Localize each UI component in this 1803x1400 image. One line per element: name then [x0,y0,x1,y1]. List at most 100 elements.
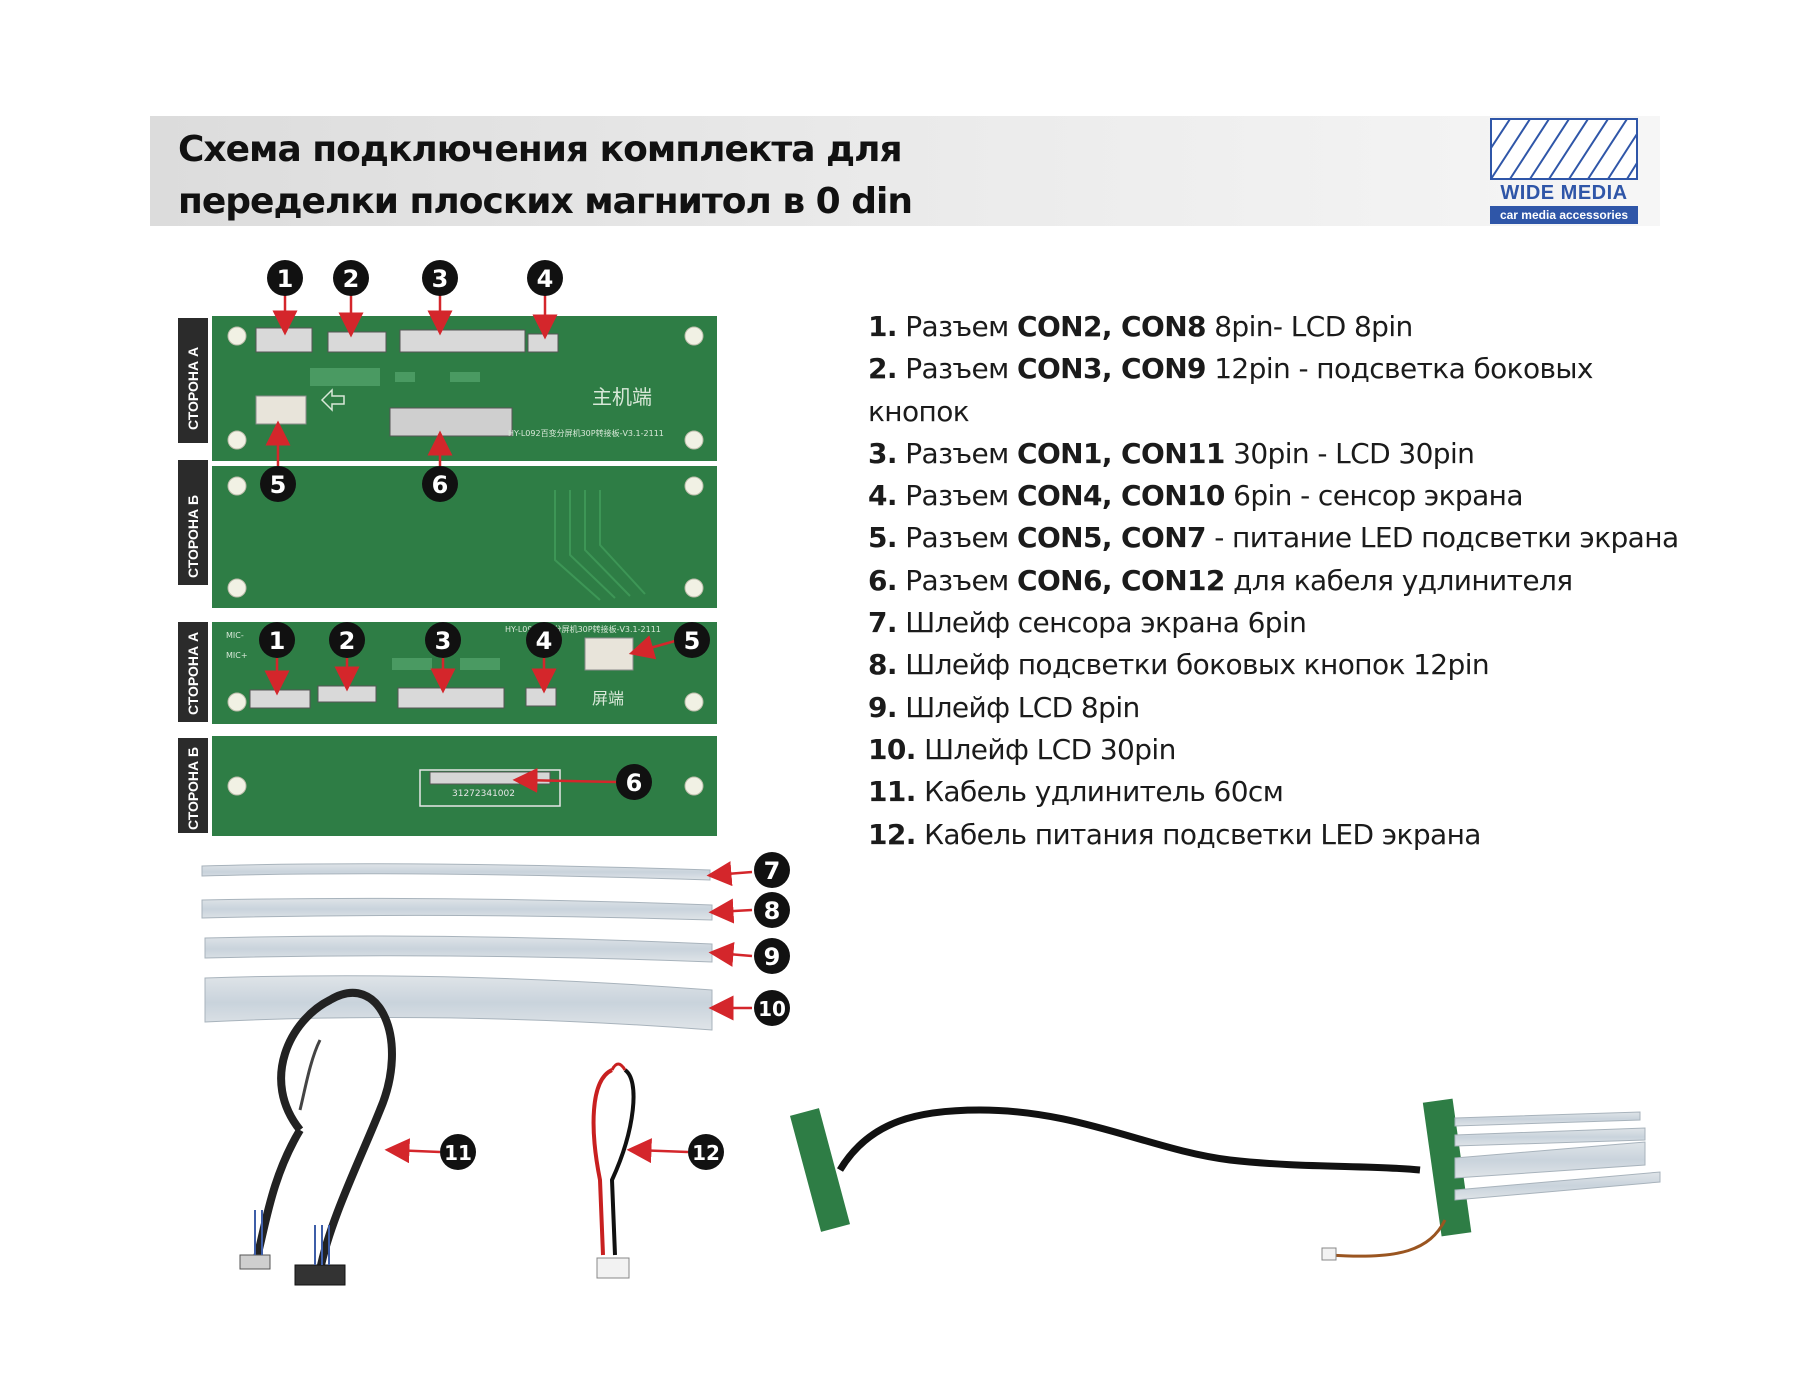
legend-text: Разъем [896,310,1017,343]
legend-text: Разъем [896,436,1017,470]
legend-text: Шлейф сенсора экрана 6pin [896,606,1307,640]
legend-num: 5. [868,521,898,555]
con11-connector [397,687,505,709]
marker-3a-label: 3 [432,265,449,293]
power-cable-12 [591,1062,636,1279]
marker-4a-label: 4 [537,265,554,293]
board-1-side-b [212,466,717,608]
legend-item-6: 6. Разъем CON6, CON12 для кабеля удлинит… [868,560,1688,602]
legend-num: 4. [868,479,898,513]
con8-connector [249,689,311,709]
con10-connector [525,687,557,707]
legend-text: - питание LED подсветки экрана [1205,521,1679,555]
board2-silk-cn: 屏端 [592,689,624,708]
marker-7 [754,852,790,888]
board2-mic2: MIC+ [226,651,248,660]
marker-4b [526,622,562,658]
marker-6b-label: 6 [626,769,643,797]
legend-num: 7. [868,606,898,640]
marker-2b-label: 2 [339,627,356,655]
legend-item-9: 9. Шлейф LCD 8pin [868,687,1688,729]
marker-12 [688,1134,724,1170]
marker-5b [674,622,710,658]
flex-cable-9 [204,935,713,963]
legend-num: 8. [868,648,898,682]
marker-3a [422,260,458,296]
legend-text: 6pin - сенсор экрана [1224,479,1523,513]
side-tab-b2 [178,738,208,833]
marker-4a [527,260,563,296]
title-line-1: Схема подключения комплекта для [178,129,903,170]
marker-2b [329,622,365,658]
legend-bold: CON3, CON9 [1017,352,1207,386]
marker-5b-label: 5 [684,627,701,655]
marker-7-label: 7 [764,857,781,885]
legend-text: для кабеля удлинителя [1224,563,1573,597]
marker-4b-label: 4 [536,627,553,655]
flex-cable-10 [204,975,713,1031]
legend-text: 8pin- LCD 8pin [1205,310,1413,343]
marker-11-label: 11 [444,1141,472,1165]
legend-item-8: 8. Шлейф подсветки боковых кнопок 12pin [868,644,1688,686]
legend-item-11: 11. Кабель удлинитель 60см [868,771,1688,813]
legend-num: 12. [868,817,916,851]
logo-tagline: car media accessories [1490,206,1638,224]
marker-6a-label: 6 [432,471,449,499]
pointer-arrows [264,295,753,1164]
legend-num: 1. [868,310,898,343]
marker-12-label: 12 [692,1141,720,1165]
marker-1b [259,622,295,658]
legend-text: Шлейф LCD 8pin [896,690,1140,724]
legend-num: 9. [868,690,898,724]
con12-connector [419,769,561,807]
legend-text: Шлейф подсветки боковых кнопок 12pin [896,648,1490,682]
legend-num: 2. [868,352,898,386]
side-tab-group: СТОРОНА А СТОРОНА Б СТОРОНА А СТОРОНА Б [178,318,208,833]
title-line-2: переделки плоских магнитол в 0 din [178,181,913,222]
marker-10-label: 10 [758,997,786,1021]
wm-logo-icon [1490,118,1638,180]
board1-silk-model: HY-L092百变分屏机30P转接板-V3.1-2111 [508,428,664,438]
con2-connector [255,327,313,353]
legend-text: Разъем [896,479,1017,513]
marker-10 [754,990,790,1026]
side-tab-b2-label: СТОРОНА Б [185,747,201,830]
con6-connector [389,407,513,437]
legend-text: 30pin - LCD 30pin [1224,436,1475,470]
marker-8-label: 8 [764,897,781,925]
number-markers: 1 2 3 4 5 6 1 2 3 4 5 6 7 8 9 10 11 12 [259,260,790,1170]
marker-8 [754,892,790,928]
extension-cable-11 [239,989,396,1286]
con1-connector [399,329,526,353]
marker-9-label: 9 [764,943,781,971]
flex-cables [201,863,713,1031]
logo-name: WIDE MEDIA [1500,182,1628,204]
side-tab-b1-label: СТОРОНА Б [185,495,201,578]
marker-1b-label: 1 [269,627,286,655]
marker-6b [616,764,652,800]
con4-connector [527,333,559,353]
header-band: Схема подключения комплекта для переделк… [150,116,1660,226]
connector-serial: 31272341002 [452,789,515,799]
marker-5a-label: 5 [270,471,287,499]
side-tab-a1 [178,318,208,443]
marker-2a-label: 2 [343,265,360,293]
board1-silk-cn: 主机端 [592,385,652,409]
marker-5a [260,466,296,502]
legend-item-4: 4. Разъем CON4, CON10 6pin - сенсор экра… [868,475,1688,517]
flex-cable-7 [201,863,711,881]
board-1-side-a: 主机端 HY-L092百变分屏机30P转接板-V3.1-2111 [212,316,717,461]
legend-bold: CON4, CON10 [1017,479,1225,513]
side-tab-a2-label: СТОРОНА А [185,632,201,715]
side-tab-a1-label: СТОРОНА А [185,347,201,430]
page-title: Схема подключения комплекта для переделк… [178,124,913,228]
legend-text: 12pin - подсветка боковых кнопок [868,352,1593,428]
legend-num: 6. [868,563,898,597]
board2-mic1: MIC- [226,631,244,640]
legend-text: Разъем [896,521,1017,555]
legend-list: 1. Разъем CON2, CON8 8pin- LCD 8pin 2. Р… [868,306,1688,856]
assembled-kit [789,1098,1661,1261]
legend-item-10: 10. Шлейф LCD 30pin [868,729,1688,771]
legend-text: Шлейф LCD 30pin [915,732,1176,766]
